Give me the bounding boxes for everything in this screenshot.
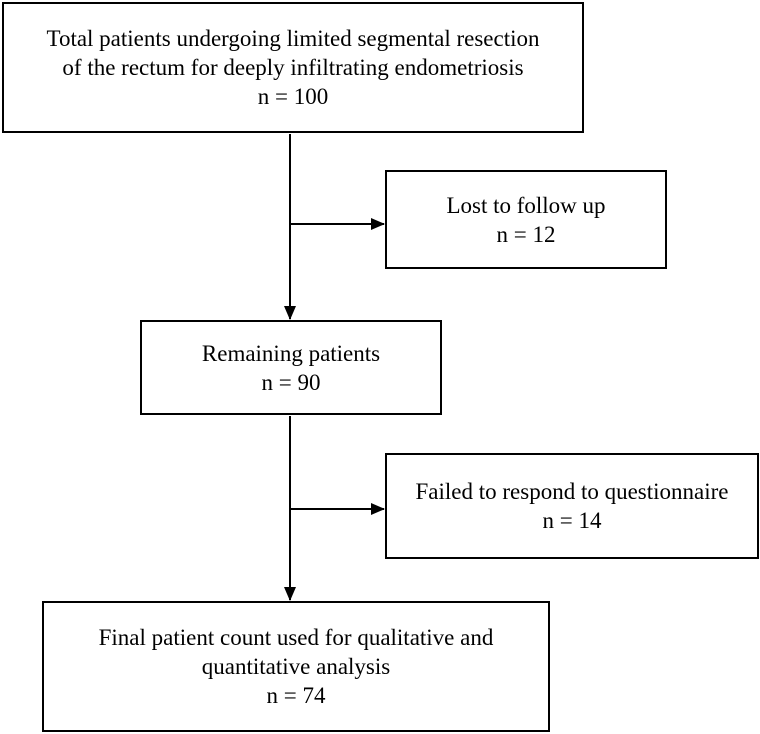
final-patient-count-box: Final patient count used for qualitative… xyxy=(42,601,550,732)
lost-to-follow-up-count: n = 12 xyxy=(496,221,556,247)
total-patients-count: n = 100 xyxy=(257,84,329,109)
failed-to-respond-box: Failed to respond to questionnaire n = 1… xyxy=(385,453,759,559)
total-patients-box: Total patients undergoing limited segmen… xyxy=(2,2,584,133)
lost-to-follow-up-box: Lost to follow up n = 12 xyxy=(385,170,667,269)
total-patients-line2: of the rectum for deeply infiltrating en… xyxy=(62,55,524,80)
final-patient-count-line1: Final patient count used for qualitative… xyxy=(98,625,494,650)
remaining-patients-label: Remaining patients xyxy=(201,340,381,366)
lost-to-follow-up-label: Lost to follow up xyxy=(446,192,606,218)
total-patients-line1: Total patients undergoing limited segmen… xyxy=(46,26,540,51)
failed-to-respond-count: n = 14 xyxy=(542,508,602,533)
final-patient-count-count: n = 74 xyxy=(266,683,326,708)
remaining-patients-box: Remaining patients n = 90 xyxy=(140,320,442,415)
final-patient-count-line2: quantitative analysis xyxy=(201,654,391,679)
failed-to-respond-label: Failed to respond to questionnaire xyxy=(415,479,729,504)
remaining-patients-count: n = 90 xyxy=(261,369,321,395)
